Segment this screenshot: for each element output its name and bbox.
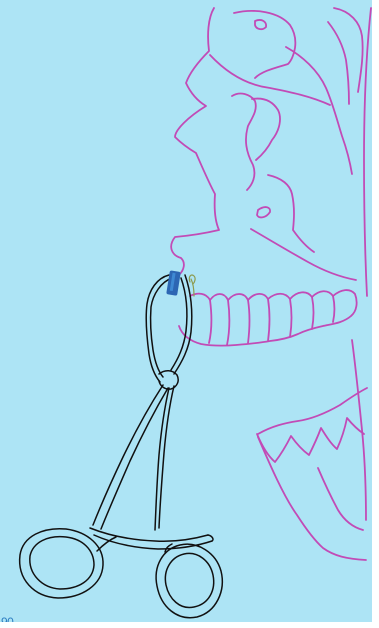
clamp-ratchet-bar-lower [94, 535, 212, 549]
eye-socket [255, 20, 266, 29]
facial-profile-line [171, 8, 219, 275]
clamp-ratchet-bar [90, 528, 208, 541]
nasal-cavity-line [286, 47, 352, 174]
clamp-left-ring-neck [97, 537, 116, 551]
posterior-skull-edge [364, 8, 371, 296]
chin-line [318, 468, 363, 530]
corner-label: 90 [1, 616, 13, 622]
palate-line [251, 229, 356, 280]
clamp-left-ring-inner [30, 537, 94, 589]
clamp-ratchet-end [208, 535, 213, 541]
clamp-shank-left-inner [101, 388, 168, 529]
hook-shaft [191, 279, 194, 296]
lower-jaw-outline [258, 388, 367, 434]
clamp-shank-left-outer [93, 385, 163, 525]
mandible-lower-border [258, 437, 366, 560]
lower-teeth-row [257, 418, 364, 462]
clamp-shank-right-inner [155, 388, 169, 530]
upper-tooth-dividers [209, 296, 335, 345]
diagram-svg [0, 0, 372, 622]
upper-ramus-line [328, 22, 349, 104]
clamp-right-ring-inner [165, 553, 213, 607]
cheek-line [210, 55, 330, 105]
clamp-tip-group [166, 270, 181, 295]
surgical-clamp [20, 275, 223, 618]
midface-ridge [232, 94, 256, 190]
maxilla-outline [268, 175, 314, 252]
small-oval [257, 207, 270, 217]
clamp-left-ring-outer [20, 529, 103, 598]
diagram-panel: 90 [0, 0, 372, 622]
clamp-shank-right-outer [159, 386, 174, 528]
skull-outline [171, 8, 371, 560]
